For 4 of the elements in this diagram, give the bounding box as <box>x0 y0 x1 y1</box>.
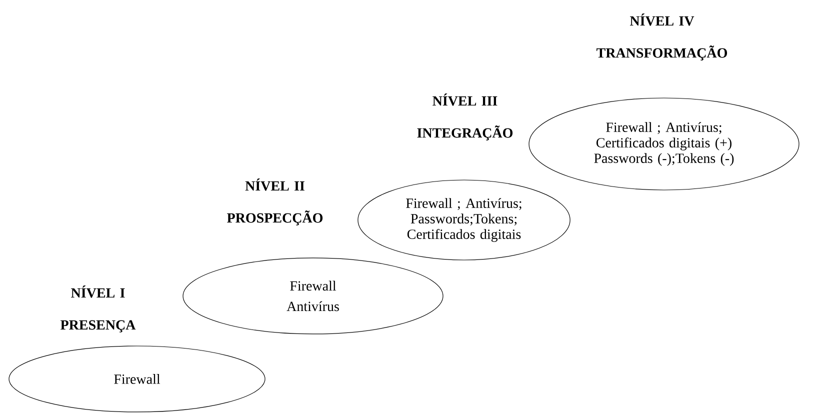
level-heading: NÍVEL II PROSPECÇÃO <box>227 178 323 226</box>
level-heading: NÍVEL I PRESENÇA <box>60 286 136 332</box>
level-heading: NÍVEL III INTEGRAÇÃO <box>417 94 513 140</box>
level-heading: NÍVEL IV TRANSFORMAÇÃO <box>596 14 728 60</box>
